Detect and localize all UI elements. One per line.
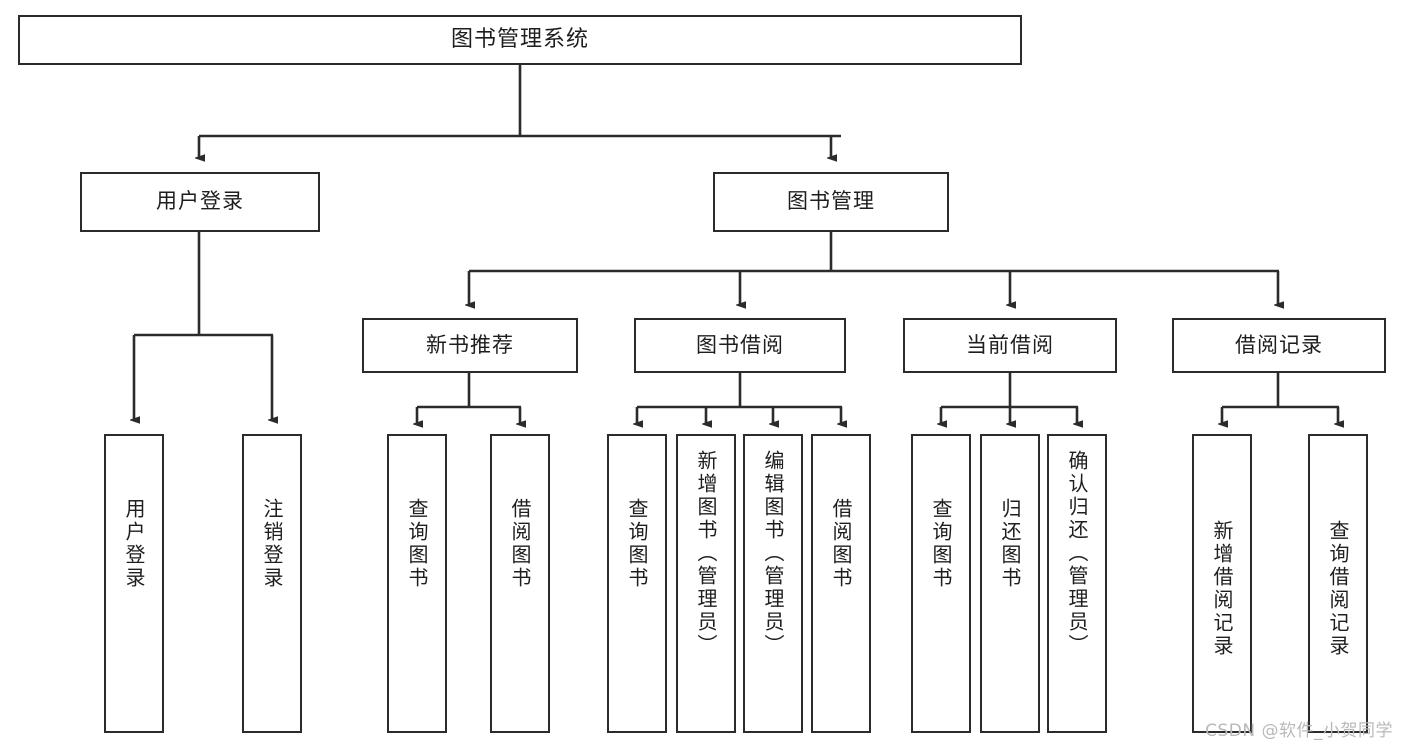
node-label: 用户登录 <box>156 189 244 214</box>
leaf-add-borrow-record[interactable]: 新增借阅记录 <box>1192 434 1252 733</box>
node-label: 图书管理 <box>787 189 875 214</box>
node-book-borrow[interactable]: 图书借阅 <box>634 318 846 373</box>
node-label: 借阅图书 <box>829 498 853 590</box>
node-label: 当前借阅 <box>966 332 1054 357</box>
node-label: 借阅记录 <box>1235 332 1323 357</box>
node-borrow-record[interactable]: 借阅记录 <box>1172 318 1386 373</box>
node-label: 查询图书 <box>405 498 429 590</box>
node-book-management[interactable]: 图书管理 <box>713 172 949 232</box>
node-label: 归还图书 <box>998 498 1022 590</box>
leaf-user-logout[interactable]: 注销登录 <box>242 434 302 733</box>
leaf-query-book-new-book[interactable]: 查询图书 <box>387 434 447 733</box>
node-label: 查询图书 <box>625 498 649 590</box>
leaf-query-book-borrow[interactable]: 查询图书 <box>607 434 667 733</box>
node-new-book-recommendation[interactable]: 新书推荐 <box>362 318 578 373</box>
leaf-edit-book-admin[interactable]: 编辑图书（管理员） <box>743 434 803 733</box>
watermark-text: CSDN @软件_小贺同学 <box>1205 721 1393 741</box>
leaf-borrow-book-new-book[interactable]: 借阅图书 <box>490 434 550 733</box>
leaf-return-book[interactable]: 归还图书 <box>980 434 1040 733</box>
leaf-add-book-admin[interactable]: 新增图书（管理员） <box>676 434 736 733</box>
node-current-borrow[interactable]: 当前借阅 <box>903 318 1117 373</box>
node-label: 借阅图书 <box>508 498 532 590</box>
leaf-confirm-return-admin[interactable]: 确认归还（管理员） <box>1047 434 1107 733</box>
leaf-user-login[interactable]: 用户登录 <box>104 434 164 733</box>
node-label: 图书借阅 <box>696 332 784 357</box>
node-label: 新书推荐 <box>426 332 514 357</box>
node-user-login[interactable]: 用户登录 <box>80 172 320 232</box>
node-label: 编辑图书（管理员） <box>761 450 785 657</box>
node-root-book-management-system[interactable]: 图书管理系统 <box>18 15 1022 65</box>
node-label: 用户登录 <box>122 498 146 590</box>
leaf-query-borrow-record[interactable]: 查询借阅记录 <box>1308 434 1368 733</box>
node-label: 图书管理系统 <box>450 26 589 52</box>
node-label: 新增借阅记录 <box>1210 520 1234 658</box>
node-label: 确认归还（管理员） <box>1065 450 1089 657</box>
node-label: 查询借阅记录 <box>1326 520 1350 658</box>
node-label: 查询图书 <box>929 498 953 590</box>
leaf-query-book-current[interactable]: 查询图书 <box>911 434 971 733</box>
node-label: 注销登录 <box>260 498 284 590</box>
node-label: 新增图书（管理员） <box>694 450 718 657</box>
leaf-borrow-book-borrow[interactable]: 借阅图书 <box>811 434 871 733</box>
